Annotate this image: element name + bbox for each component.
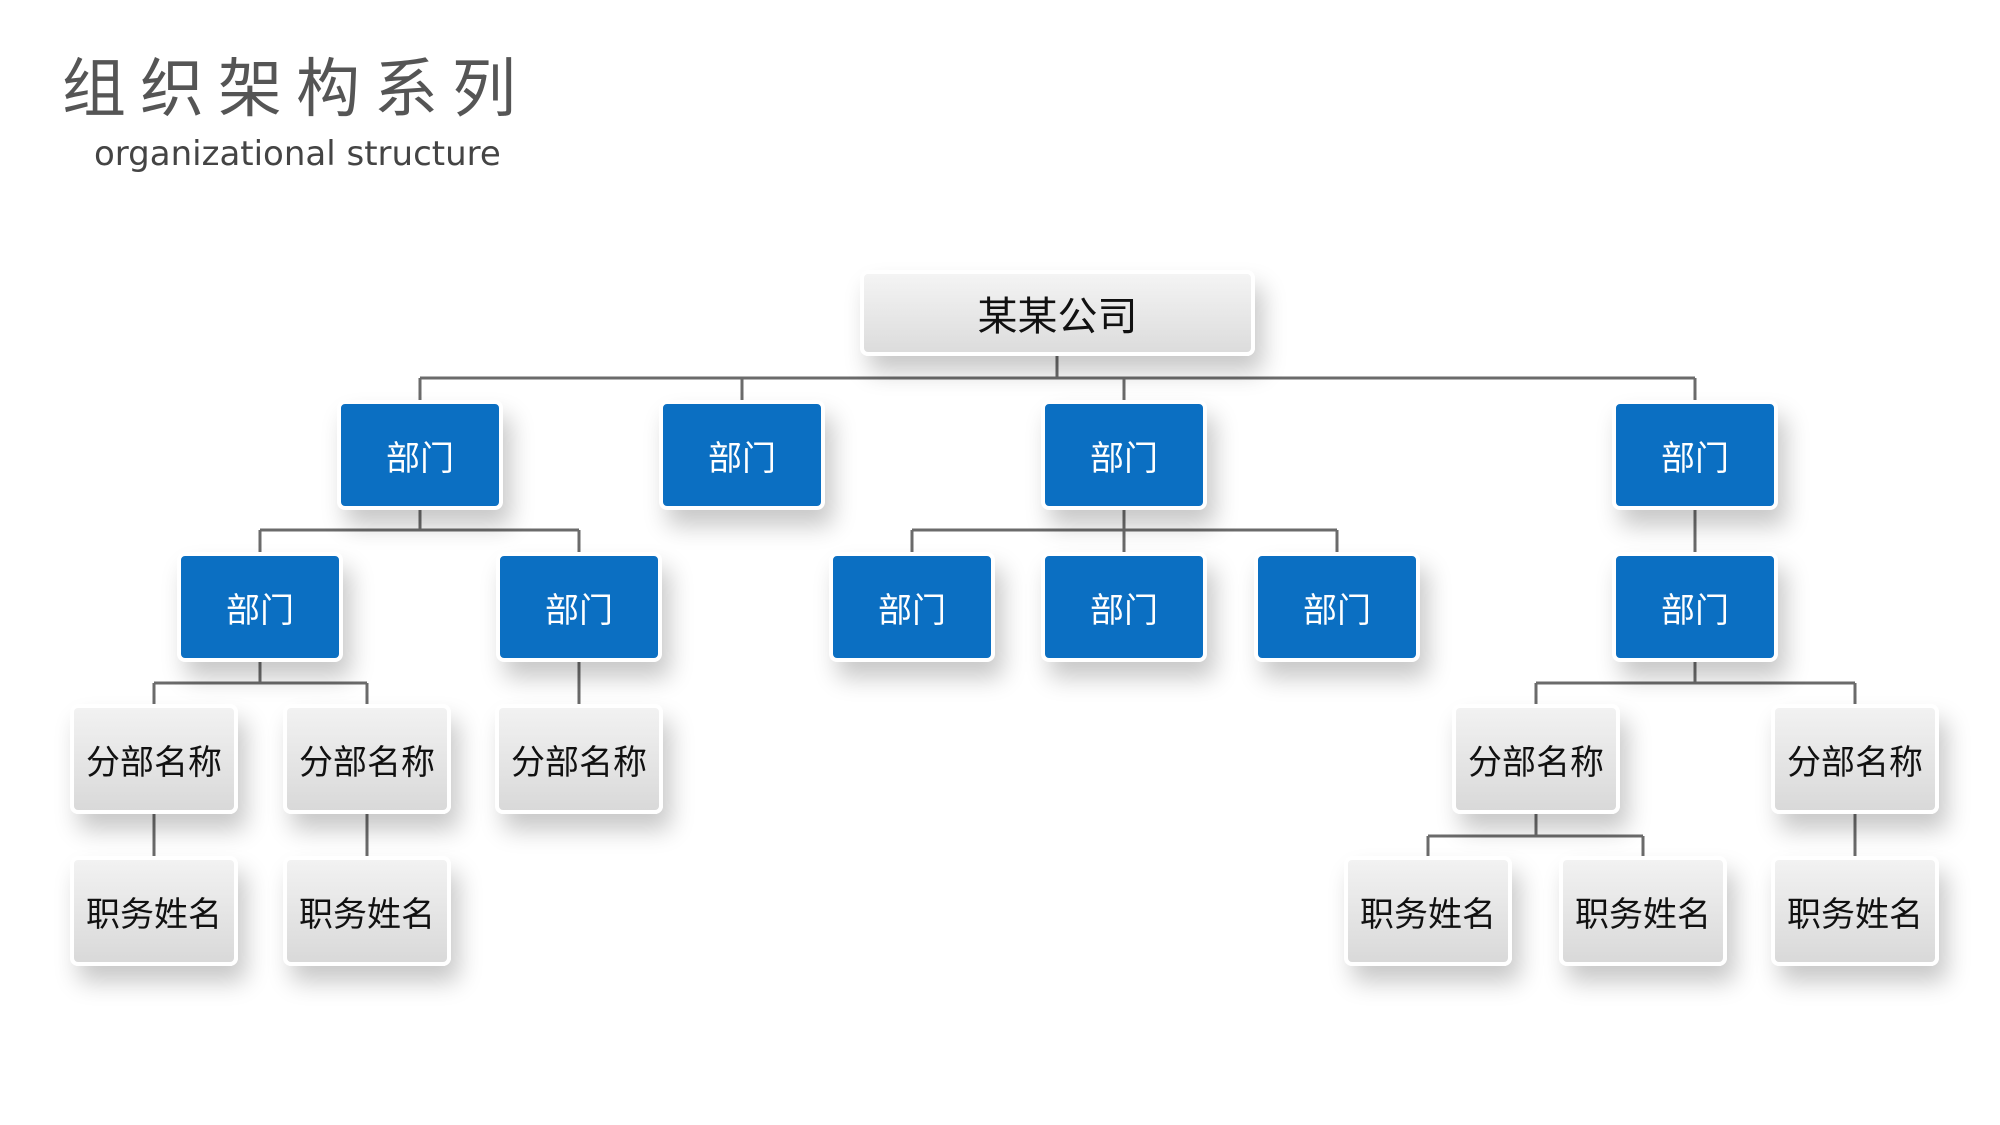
page-subtitle: organizational structure [94, 134, 501, 174]
department-node: 部门 [1041, 400, 1207, 510]
sub-department-node: 部门 [1041, 552, 1207, 662]
sub-department-node: 部门 [496, 552, 662, 662]
position-node: 职务姓名 [1344, 856, 1512, 966]
branch-node: 分部名称 [283, 704, 451, 814]
position-node: 职务姓名 [283, 856, 451, 966]
sub-department-node: 部门 [177, 552, 343, 662]
position-node: 职务姓名 [1559, 856, 1727, 966]
sub-department-node: 部门 [1612, 552, 1778, 662]
position-node: 职务姓名 [1771, 856, 1939, 966]
department-node: 部门 [337, 400, 503, 510]
branch-node: 分部名称 [1771, 704, 1939, 814]
branch-node: 分部名称 [1452, 704, 1620, 814]
sub-department-node: 部门 [1254, 552, 1420, 662]
department-node: 部门 [1612, 400, 1778, 510]
department-node: 部门 [659, 400, 825, 510]
sub-department-node: 部门 [829, 552, 995, 662]
company-node: 某某公司 [860, 270, 1255, 356]
branch-node: 分部名称 [70, 704, 238, 814]
position-node: 职务姓名 [70, 856, 238, 966]
page-title: 组织架构系列 [62, 53, 530, 127]
branch-node: 分部名称 [495, 704, 663, 814]
